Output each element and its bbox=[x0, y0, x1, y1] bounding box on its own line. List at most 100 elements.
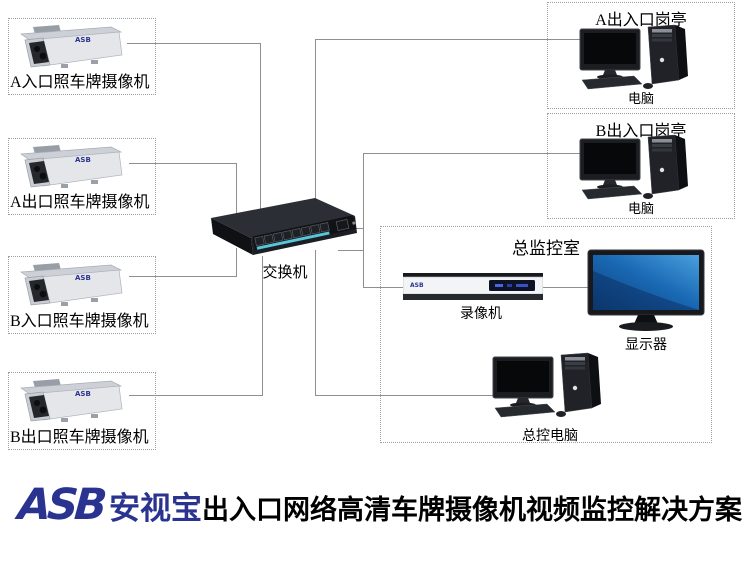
control-room-title: 总监控室 bbox=[512, 239, 580, 258]
dvr-top bbox=[403, 273, 543, 278]
pc-keyboard bbox=[494, 403, 556, 418]
dvr-label: 录像机 bbox=[460, 307, 502, 322]
camera-label: B出口照车牌摄像机 bbox=[10, 429, 149, 446]
network-switch-illustration bbox=[211, 198, 357, 255]
booth-box-b: B出入口岗亭 电脑 bbox=[547, 113, 735, 219]
camera-sunshield bbox=[19, 26, 123, 42]
camera-foot bbox=[61, 302, 68, 306]
booth-box-a: A出入口岗亭 电脑 bbox=[547, 2, 735, 109]
pc-monitor-screen bbox=[584, 33, 636, 64]
switch-port bbox=[300, 226, 312, 237]
connection-line bbox=[363, 287, 404, 288]
asb-logo: ASB bbox=[16, 480, 105, 531]
pc-drive-bay bbox=[652, 38, 672, 42]
lpr-camera-illustration: ASB bbox=[19, 145, 123, 188]
camera-brand-text: ASB bbox=[75, 156, 91, 164]
pc-drive-bay bbox=[652, 139, 672, 143]
camera-label: A入口照车牌摄像机 bbox=[10, 74, 150, 91]
master-computer-label: 总控电脑 bbox=[522, 429, 578, 444]
connection-line bbox=[236, 163, 237, 220]
camera-box-a-exit: ASB A出口照车牌摄像机 bbox=[8, 138, 156, 215]
connection-line bbox=[315, 395, 510, 396]
switch-port bbox=[263, 233, 274, 245]
pc-monitor-stand bbox=[603, 180, 617, 185]
connection-line bbox=[363, 153, 593, 154]
camera-foot bbox=[61, 418, 68, 422]
connection-line bbox=[315, 250, 316, 396]
camera-label: A出口照车牌摄像机 bbox=[10, 194, 150, 211]
pc-keyboard bbox=[581, 185, 643, 200]
connection-line bbox=[236, 248, 237, 277]
camera-ir-led bbox=[34, 284, 40, 290]
connection-line bbox=[541, 287, 589, 288]
switch-port bbox=[319, 222, 330, 233]
monitor-stand bbox=[634, 315, 658, 324]
pc-monitor-screen bbox=[584, 143, 636, 174]
connection-line bbox=[129, 276, 237, 277]
pc-tower-side bbox=[675, 25, 688, 80]
pc-tower bbox=[647, 134, 680, 195]
master-computer-illustration bbox=[492, 352, 601, 418]
camera-label: B入口照车牌摄像机 bbox=[10, 313, 149, 330]
connection-line bbox=[260, 43, 261, 215]
camera-lens bbox=[39, 172, 47, 180]
pc-mouse bbox=[643, 83, 653, 89]
connection-line bbox=[363, 153, 364, 288]
camera-foot bbox=[91, 298, 98, 302]
dvr-indicator bbox=[516, 284, 528, 287]
connection-line bbox=[315, 39, 593, 40]
camera-sunshield bbox=[19, 380, 123, 396]
camera-lens bbox=[39, 406, 47, 414]
camera-ir-led bbox=[34, 400, 40, 406]
switch-led-strip bbox=[256, 231, 330, 250]
pc-drive-bay bbox=[565, 357, 585, 361]
booth-computer-label: 电脑 bbox=[627, 91, 654, 106]
switch-port bbox=[272, 231, 284, 243]
display-monitor-illustration bbox=[587, 249, 705, 331]
connection-line bbox=[262, 256, 263, 396]
camera-ir-led bbox=[34, 46, 40, 52]
pc-monitor-screen bbox=[497, 361, 549, 392]
pc-tower bbox=[647, 24, 680, 85]
monitor-screen-sweep bbox=[593, 271, 699, 310]
camera-sunshield bbox=[19, 264, 123, 280]
connection-line bbox=[129, 395, 263, 396]
camera-foot bbox=[91, 180, 98, 184]
switch-port bbox=[254, 235, 265, 247]
solution-title: 出入口网络高清车牌摄像机视频监控解决方案 bbox=[202, 495, 743, 526]
brand-name: 安视宝 bbox=[109, 491, 203, 527]
lpr-camera-illustration: ASB bbox=[19, 379, 123, 422]
lpr-camera-illustration: ASB bbox=[19, 263, 123, 306]
connection-line bbox=[338, 250, 364, 251]
pc-mouse bbox=[643, 193, 653, 199]
pc-drive-bay bbox=[652, 148, 672, 152]
pc-drive-bay bbox=[652, 34, 672, 37]
pc-monitor-stand bbox=[603, 70, 617, 75]
camera-foot bbox=[91, 60, 98, 64]
camera-ir-led bbox=[34, 166, 40, 172]
camera-sunshield bbox=[19, 146, 123, 162]
switch-port bbox=[291, 228, 302, 239]
camera-box-a-entry: ASB A入口照车牌摄像机 bbox=[8, 18, 156, 95]
switch-left-face bbox=[211, 218, 253, 255]
footer-title-bar: ASB 安视宝 出入口网络高清车牌摄像机视频监控解决方案 bbox=[16, 480, 743, 531]
dvr-indicator bbox=[507, 284, 512, 287]
camera-box-b-exit: ASB B出口照车牌摄像机 bbox=[8, 372, 156, 450]
camera-brand-text: ASB bbox=[75, 390, 91, 398]
pc-drive-bay bbox=[565, 366, 585, 370]
display-monitor-label: 显示器 bbox=[625, 338, 667, 353]
pc-mouse bbox=[556, 411, 566, 417]
pc-tower bbox=[560, 352, 593, 413]
camera-lens bbox=[39, 52, 47, 60]
dvr-brand-text: ASB bbox=[410, 282, 424, 289]
switch-port bbox=[282, 230, 293, 241]
dvr-indicator bbox=[495, 284, 503, 287]
pc-power-button bbox=[659, 57, 665, 63]
camera-foot bbox=[61, 184, 68, 188]
connection-line bbox=[127, 43, 261, 44]
dvr-bottom bbox=[403, 294, 543, 300]
switch-port bbox=[310, 224, 321, 235]
booth-computer-label: 电脑 bbox=[627, 201, 654, 216]
control-room-box: 总监控室 ASB 录像机 显示 bbox=[380, 226, 712, 444]
